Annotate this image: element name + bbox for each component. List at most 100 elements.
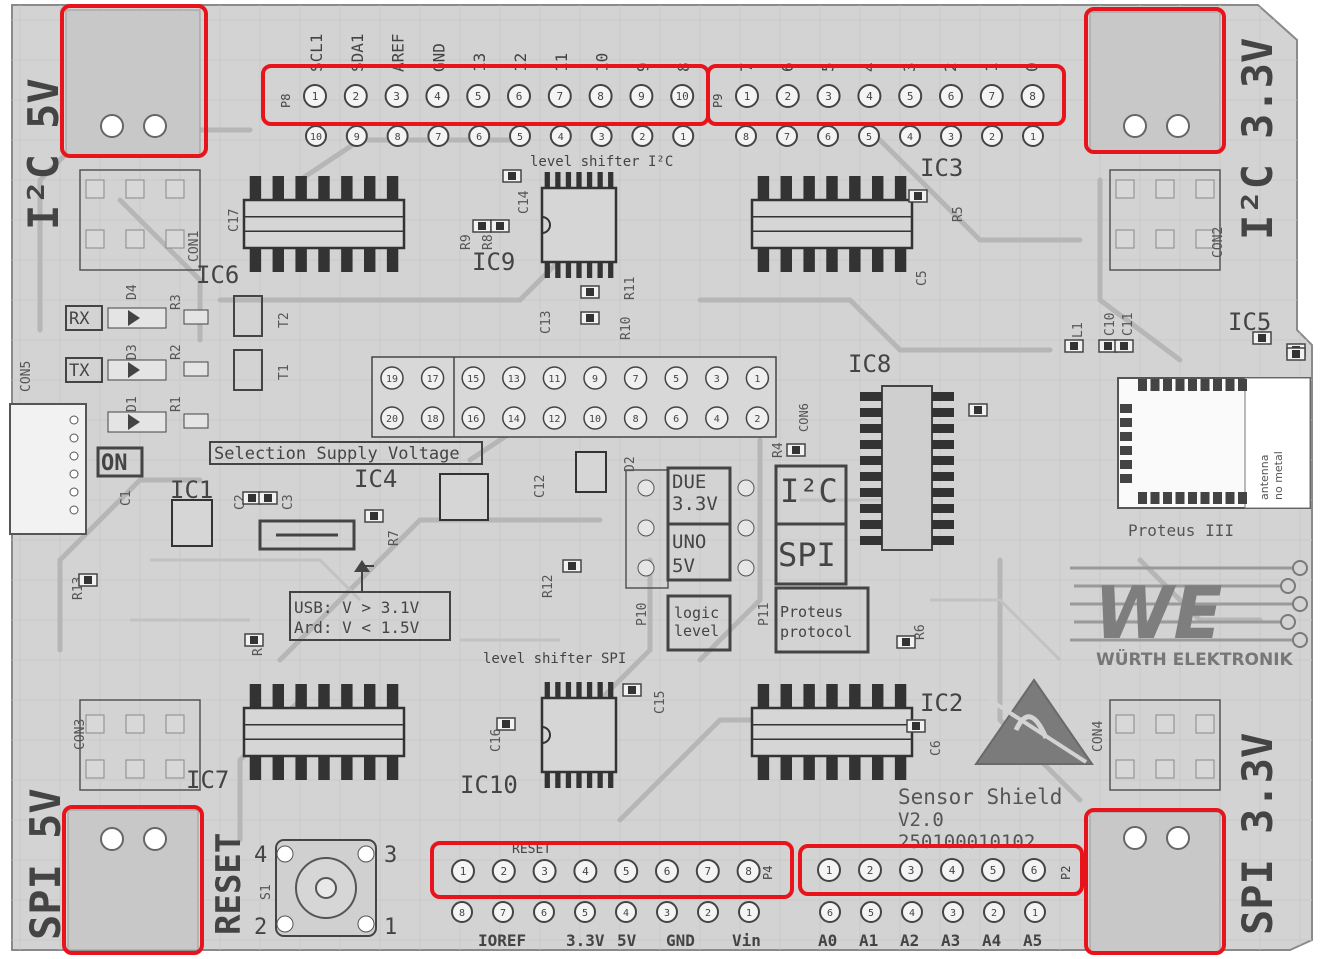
header-p8-pad-number: 5 [475, 90, 482, 103]
ic-pin [364, 176, 376, 200]
passive-ref-label: C11 [1121, 313, 1136, 336]
ic8-footprint [860, 385, 954, 551]
header-p8-pad [303, 84, 327, 108]
center-header-pad-number: 9 [592, 374, 598, 385]
ic-pin [341, 684, 353, 708]
ic-pin [757, 684, 770, 708]
header-p9-pad [1020, 84, 1045, 108]
header-p4-pad-number: 3 [541, 865, 548, 878]
label-level-shifter-i2c: level shifter I²C [530, 154, 673, 170]
center-header-pad-number: 2 [754, 414, 760, 425]
pad-row-bottom-right-pad [983, 901, 1005, 923]
passive-ref-label: C15 [653, 691, 668, 714]
center-header-pad-number: 1 [754, 374, 760, 385]
module-pad [1213, 492, 1222, 504]
smd-pad-core [914, 192, 922, 200]
signal-label-p2: A2 [900, 931, 919, 950]
ic-pin [872, 176, 884, 200]
ic-pin [860, 408, 882, 417]
pad-row-top-right-pad-number: 8 [743, 132, 749, 143]
ic-pin [597, 772, 603, 788]
passive-ref-label: C10 [1103, 313, 1118, 336]
signal-label-p8: AREF [389, 33, 408, 72]
header-p2-pad-number: 3 [908, 864, 915, 877]
header-p8-pad-number: 7 [556, 90, 563, 103]
module-pad [1200, 379, 1210, 391]
header-p4-pad [573, 859, 598, 883]
header-p8-pad-number: 2 [352, 90, 359, 103]
ic-pin [932, 520, 954, 529]
label-due-v: 3.3V [672, 493, 718, 515]
center-header-pad [705, 366, 729, 390]
ic-pin [341, 176, 353, 200]
header-p4-pad [532, 859, 557, 883]
header-p4-pad-number: 4 [582, 865, 589, 878]
status-leds [65, 295, 263, 478]
header-p8-pad [466, 84, 491, 108]
smd-pad-core [1258, 334, 1266, 342]
module-pad [1175, 379, 1185, 391]
ref-p2: P2 [1059, 866, 1073, 880]
ic-pin [597, 262, 603, 278]
signal-label-p8: SDA1 [348, 33, 367, 72]
pad-row-bottom-left-pad-number: 1 [746, 908, 752, 919]
ic-body [750, 198, 914, 250]
ref-ic8: IC8 [848, 350, 891, 378]
pad-row-top-left-pad-number: 7 [435, 132, 441, 143]
center-header-pad-number: 11 [548, 374, 560, 385]
smd-pad-core [250, 636, 258, 644]
ic-pin [249, 684, 262, 708]
smd-pad-core [902, 638, 910, 646]
header-p8-pad [507, 84, 531, 108]
header-p8-pad [425, 84, 450, 108]
ic-pin [860, 536, 882, 545]
pad-row-bottom-left-pad-number: 8 [459, 908, 465, 919]
ic-pin [932, 472, 954, 481]
mount-pad-bl [67, 809, 199, 951]
smd-pad-core [568, 562, 576, 570]
ic-pin [249, 248, 262, 272]
module-pad [1163, 492, 1172, 504]
header-p9-pad-number: 4 [866, 90, 873, 103]
header-p8-pad [629, 84, 654, 108]
ref-p4: P4 [761, 866, 775, 880]
passive-ref-label: C17 [227, 209, 242, 232]
header-p4-pad [695, 859, 720, 883]
ic-pin [586, 682, 593, 698]
ic-pin [860, 472, 882, 481]
center-header-pad [623, 366, 648, 390]
ic-pin [272, 248, 284, 272]
ic-pin [608, 682, 614, 698]
header-p4-pad [614, 859, 639, 883]
passive-ref-label: R2 [169, 344, 184, 360]
ic-pin [249, 176, 262, 200]
header-p2-pad [858, 858, 882, 882]
passive-ref-label: T1 [277, 364, 292, 380]
header-p2-pad-number: 1 [826, 864, 833, 877]
label-level-shifter-spi: level shifter SPI [483, 651, 626, 667]
ref-p9: P9 [711, 94, 725, 108]
header-p4-pad [491, 859, 516, 883]
header-p9-pad [857, 84, 882, 108]
passive-ref-label: R4 [771, 442, 786, 458]
pad-row-bottom-left-pad-number: 7 [500, 908, 506, 919]
smd-pad-core [248, 494, 256, 502]
smd-pad-core [912, 722, 920, 730]
d2-body [575, 451, 607, 493]
button-pin-1: 1 [384, 915, 397, 940]
ic-pin [597, 172, 603, 188]
logo-we: WE [1094, 571, 1223, 655]
signal-label-p8: 13 [470, 53, 489, 72]
label-protocol: protocol [780, 623, 852, 641]
pad-row-bottom-left-pad [656, 901, 678, 923]
ic-pin [803, 684, 815, 708]
due-uno-select [666, 464, 870, 654]
pad-row-bottom-left-pad [533, 901, 555, 923]
module-pad [1175, 492, 1185, 504]
pad-row-top-left-pad-number: 5 [517, 132, 523, 143]
pad-row-top-left-pad-number: 1 [680, 132, 686, 143]
ref-s1: S1 [259, 884, 274, 900]
